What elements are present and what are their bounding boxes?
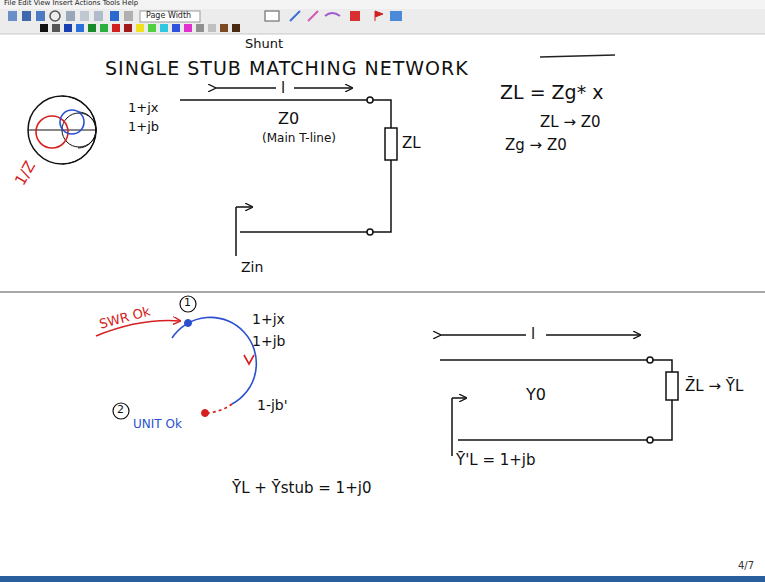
dropdown-text: Page Width: [146, 12, 191, 21]
transmission-line-lower: [440, 335, 678, 456]
impedance-value: 1+jb: [252, 334, 285, 349]
equation: ZL → Z0: [540, 114, 601, 131]
length-label: l: [281, 80, 285, 97]
equation: ȲL + Ȳstub = 1+j0: [232, 480, 371, 497]
heading: SINGLE STUB MATCHING NETWORK: [105, 58, 469, 79]
annotation: UNIT Ok: [133, 418, 182, 431]
length-label: l: [531, 326, 535, 343]
color-palette: [40, 24, 240, 32]
menu-bar: [0, 0, 765, 9]
smith-path-sketch: [96, 296, 256, 419]
impedance-value: 1+jb: [128, 120, 159, 134]
equation: Zg → Z0: [505, 137, 567, 154]
equation: Ȳ'L = 1+jb: [456, 452, 536, 469]
load-label: Z̄L → ȲL: [685, 378, 743, 395]
smith-chart-sketch: [28, 96, 96, 164]
toolbar-icons: [8, 11, 402, 22]
callout-number: 1: [184, 297, 191, 309]
annotation: SWR Ok: [98, 305, 152, 332]
menu-text: File Edit View Insert Actions Tools Help: [4, 0, 138, 8]
load-label: ZL: [402, 135, 421, 152]
annotation: 1/Z: [12, 158, 39, 188]
callout-number: 2: [117, 404, 124, 416]
equation: ZL = Zg* x: [500, 82, 603, 103]
annotation: Shunt: [245, 37, 283, 51]
annotation: (Main T-line): [262, 132, 336, 145]
impedance-value: 1+jx: [252, 312, 285, 327]
impedance-value: 1+jx: [128, 101, 158, 115]
page-number: 4/7: [738, 560, 754, 571]
toolbar: [0, 9, 765, 34]
transmission-line-upper: [180, 88, 397, 256]
impedance-label: Zin: [241, 260, 263, 275]
taskbar: [0, 576, 765, 582]
admittance-label: Y0: [526, 386, 546, 404]
section-divider: [0, 291, 765, 293]
impedance-label: Z0: [278, 110, 299, 128]
impedance-value: 1-jb': [257, 398, 288, 413]
